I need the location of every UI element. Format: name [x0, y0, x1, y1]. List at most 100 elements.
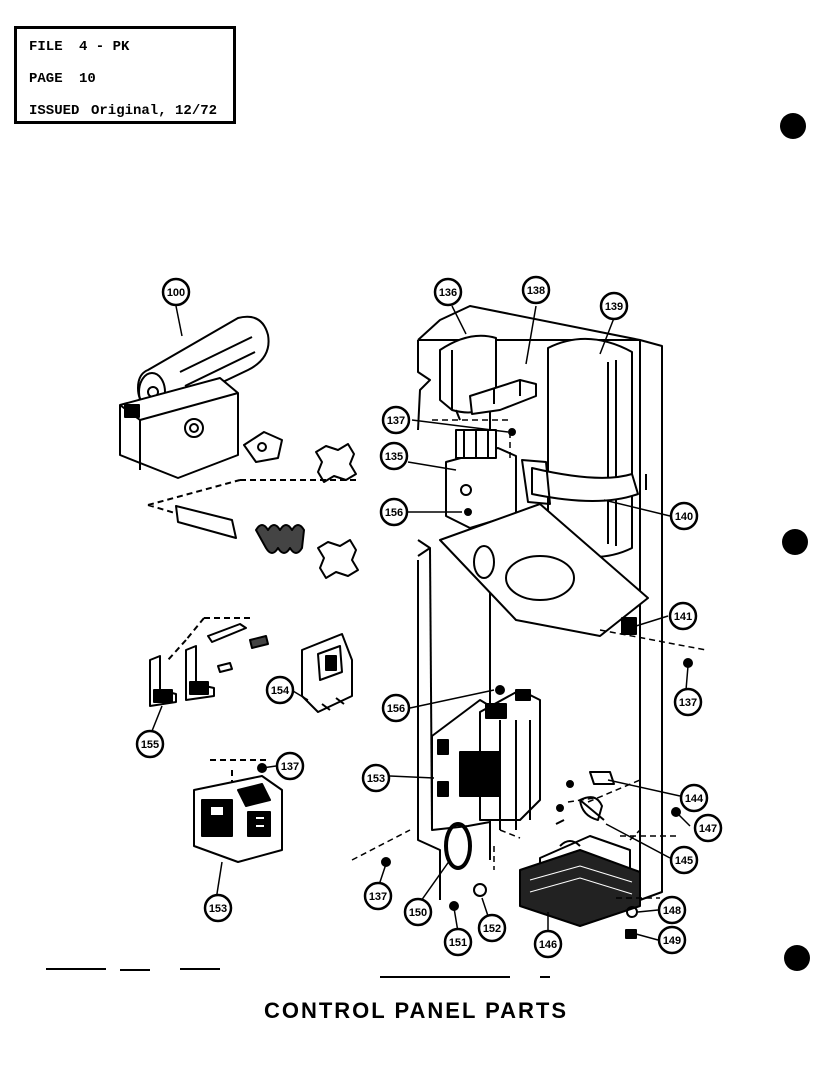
grommet-drawing — [444, 822, 472, 870]
callout-circle — [161, 277, 191, 307]
callout-154: 154 — [265, 675, 295, 705]
callout-circle — [477, 913, 507, 943]
callout-circle — [403, 897, 433, 927]
callout-circle — [668, 601, 698, 631]
callout-circle — [521, 275, 551, 305]
callout-136: 136 — [433, 277, 463, 307]
callout-140: 140 — [669, 501, 699, 531]
binder-hole-middle — [782, 529, 808, 555]
callout-100: 100 — [161, 277, 191, 307]
callout-137: 137 — [673, 687, 703, 717]
leader-lines — [149, 305, 691, 941]
callout-number: 138 — [527, 285, 545, 297]
callout-151: 151 — [443, 927, 473, 957]
callout-circle — [203, 893, 233, 923]
callout-circle — [275, 751, 305, 781]
callout-number: 137 — [369, 891, 387, 903]
callout-circle — [379, 497, 409, 527]
callout-circle — [265, 675, 295, 705]
callout-150: 150 — [403, 897, 433, 927]
scan-noise — [46, 968, 550, 978]
callout-152: 152 — [477, 913, 507, 943]
callout-137: 137 — [363, 881, 393, 911]
file-label: FILE — [29, 39, 63, 55]
callout-135: 135 — [379, 441, 409, 471]
callout-156: 156 — [381, 693, 411, 723]
callout-number: 144 — [685, 793, 704, 805]
callout-148: 148 — [657, 895, 687, 925]
callout-number: 151 — [449, 937, 467, 949]
callout-circle — [433, 277, 463, 307]
callout-number: 145 — [675, 855, 693, 867]
callout-155: 155 — [135, 729, 165, 759]
callout-number: 150 — [409, 907, 427, 919]
callout-circle — [669, 845, 699, 875]
callout-number: 137 — [281, 761, 299, 773]
panel-board-drawing — [431, 689, 541, 831]
binder-hole-top — [780, 113, 806, 139]
run-capacitor-drawing — [547, 338, 633, 558]
callout-number: 136 — [439, 287, 457, 299]
binder-hole-bottom — [784, 945, 810, 971]
wire-clips-drawing — [555, 771, 615, 825]
callout-139: 139 — [599, 291, 629, 321]
callout-number: 149 — [663, 935, 681, 947]
bracket-drawing — [469, 379, 537, 415]
issued-value: Original, 12/72 — [91, 103, 218, 119]
callout-number: 137 — [679, 697, 697, 709]
terminal-cover-drawing — [301, 633, 353, 713]
callout-153: 153 — [361, 763, 391, 793]
file-row: FILE 4 - PK — [29, 39, 129, 55]
heater-block-drawing — [519, 835, 641, 927]
callout-number: 100 — [167, 287, 185, 299]
callout-156: 156 — [379, 497, 409, 527]
callout-circle — [669, 501, 699, 531]
callout-number: 139 — [605, 301, 623, 313]
callout-number: 156 — [387, 703, 405, 715]
callout-number: 140 — [675, 511, 693, 523]
callout-141: 141 — [668, 601, 698, 631]
callout-number: 153 — [209, 903, 227, 915]
callout-circle — [657, 925, 687, 955]
relay-assembly-drawing — [149, 617, 269, 707]
callout-144: 144 — [679, 783, 709, 813]
capacitor-strap-drawing — [521, 459, 647, 505]
callout-number: 155 — [141, 739, 159, 751]
capacitor-drawing — [119, 315, 360, 579]
callout-number: 137 — [387, 415, 405, 427]
callout-number: 156 — [385, 507, 403, 519]
callout-137: 137 — [275, 751, 305, 781]
callout-137: 137 — [381, 405, 411, 435]
callout-number: 146 — [539, 939, 557, 951]
callout-circle — [361, 763, 391, 793]
contactor-drawing — [193, 759, 283, 863]
callout-circle — [443, 927, 473, 957]
callout-number: 152 — [483, 923, 501, 935]
callout-number: 141 — [674, 611, 692, 623]
callout-number: 154 — [271, 685, 290, 697]
callout-circle — [693, 813, 723, 843]
callout-number: 147 — [699, 823, 717, 835]
callout-145: 145 — [669, 845, 699, 875]
callout-circle — [363, 881, 393, 911]
callout-138: 138 — [521, 275, 551, 305]
start-relay-drawing — [445, 429, 517, 529]
callout-number: 148 — [663, 905, 681, 917]
page-title: CONTROL PANEL PARTS — [263, 998, 569, 1023]
callout-circle — [599, 291, 629, 321]
callout-circle — [381, 405, 411, 435]
assembly-lines — [351, 419, 707, 900]
callout-149: 149 — [657, 925, 687, 955]
callout-circle — [679, 783, 709, 813]
callout-bubbles: 100 136 138 139 137 135 156 140 141 137 156 153 144 1… — [135, 275, 723, 959]
file-value: 4 - PK — [79, 39, 130, 55]
callout-146: 146 — [533, 929, 563, 959]
callout-circle — [673, 687, 703, 717]
callout-number: 153 — [367, 773, 385, 785]
page-value: 10 — [79, 71, 96, 87]
